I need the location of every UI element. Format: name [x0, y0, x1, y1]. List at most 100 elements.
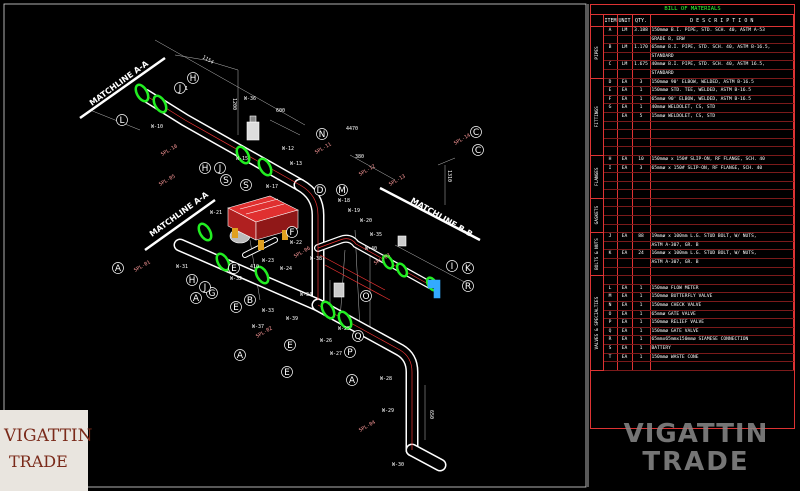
bom-cell-item — [603, 69, 618, 79]
callout-letter: A — [349, 376, 356, 386]
bom-cell-unit — [617, 198, 633, 208]
callout-letter: A — [237, 351, 244, 361]
bom-cell-qty: 3 — [632, 78, 651, 88]
bom-cell-item: E — [603, 86, 618, 96]
callout-bubble: E — [284, 339, 296, 351]
callout-bubble: O — [360, 290, 372, 302]
bom-cell-unit — [617, 206, 633, 217]
bom-cell-desc — [650, 189, 794, 199]
bom-cell-item: H — [603, 155, 618, 165]
bom-cell-item: O — [603, 310, 618, 320]
svg-text:410: 410 — [250, 264, 259, 270]
bom-cell-desc: 65mmx65mmx150mmø SIAMESE CONNECTION — [650, 335, 794, 345]
svg-text:W-26: W-26 — [320, 338, 332, 344]
svg-text:W-32: W-32 — [230, 276, 242, 282]
bom-section-label: FLANGES — [591, 155, 603, 199]
bom-cell-qty: 1.675 — [632, 60, 651, 70]
bom-cell-desc: 65mmø GATE VALVE — [650, 310, 794, 320]
svg-text:650: 650 — [428, 410, 434, 419]
bom-cell-item — [603, 129, 618, 139]
bom-cell-unit — [617, 138, 633, 148]
bom-row — [591, 121, 794, 131]
bom-cell-qty — [632, 138, 651, 148]
bom-row — [591, 129, 794, 139]
callout-letter: H — [202, 164, 209, 174]
callout-bubble: C — [470, 126, 482, 138]
bom-cell-desc: ASTM A-307, GR. B — [650, 241, 794, 251]
callout-letter: E — [233, 303, 239, 313]
dimension-values: 1154 1200 600 380 4470 1310 410 650 — [201, 55, 452, 419]
bom-cell-item — [603, 146, 618, 156]
callout-letter: E — [287, 341, 293, 351]
bom-cell-unit: EA — [617, 103, 633, 113]
bom-row: ASTM A-307, GR. B — [591, 258, 794, 268]
callout-bubble: H — [187, 72, 199, 84]
callout-bubble: I — [446, 260, 458, 272]
bom-cell-desc — [650, 206, 794, 217]
svg-text:SPL-05: SPL-05 — [158, 174, 177, 188]
siamese-connection — [427, 279, 441, 299]
svg-text:W-20: W-20 — [360, 218, 372, 224]
bom-cell-desc — [650, 198, 794, 208]
bom-cell-desc — [650, 138, 794, 148]
bom-header-item: ITEM — [603, 15, 618, 27]
flange — [215, 252, 231, 272]
bom-cell-desc — [650, 267, 794, 277]
bom-cell-item — [603, 172, 618, 182]
bom-cell-qty: 1 — [632, 327, 651, 337]
bom-cell-desc — [650, 361, 794, 371]
bom-cell-unit: EA — [617, 232, 633, 242]
callout-bubble: D — [314, 184, 326, 196]
bom-cell-qty: 1 — [632, 335, 651, 345]
callout-letter: L — [119, 116, 124, 126]
bom-cell-qty — [632, 258, 651, 268]
bom-cell-unit — [617, 121, 633, 131]
bom-cell-qty: 1 — [632, 284, 651, 294]
bom-cell-desc: 65mmø 90' ELBOW, WELDED, ASTM B-16.5 — [650, 95, 794, 105]
bom-cell-unit — [617, 189, 633, 199]
logo-right-line1: VIGATTIN — [623, 419, 769, 449]
bom-cell-qty: 88 — [632, 232, 651, 242]
callout-letter: C — [475, 146, 481, 156]
bom-row: ASTM A-307, GR. B — [591, 241, 794, 251]
bom-cell-unit — [617, 258, 633, 268]
bom-cell-desc: 16mmø x 100mm L.G. STUD BOLT, W/ NUTS, — [650, 249, 794, 260]
bom-cell-qty — [632, 241, 651, 251]
bom-cell-qty: 3.188 — [632, 26, 651, 36]
bom-cell-qty: 10 — [632, 155, 651, 165]
svg-text:W-30: W-30 — [392, 462, 404, 468]
bom-cell-item: F — [603, 95, 618, 105]
callout-bubble: C — [472, 144, 484, 156]
bom-cell-qty — [632, 198, 651, 208]
bom-cell-qty — [632, 181, 651, 191]
svg-text:W-36: W-36 — [244, 96, 256, 102]
bom-cell-item: A — [603, 26, 618, 36]
callout-letter: S — [243, 181, 249, 191]
bill-of-materials: BILL OF MATERIALS ITEM UNIT QTY. D E S C… — [590, 4, 795, 429]
bom-row — [591, 267, 794, 277]
svg-text:W-17: W-17 — [266, 184, 278, 190]
bom-cell-item: C — [603, 60, 618, 70]
bom-cell-qty: 1 — [632, 292, 651, 302]
bom-cell-qty — [632, 267, 651, 277]
bom-cell-qty: 1 — [632, 344, 651, 354]
callout-bubble: S — [240, 179, 252, 191]
flange — [381, 254, 395, 270]
bom-cell-item — [603, 112, 618, 122]
svg-text:W-19: W-19 — [348, 208, 360, 214]
matchline-right-label: MATCHLINE B-B — [409, 196, 474, 239]
flange — [257, 157, 273, 177]
flange — [395, 262, 409, 278]
bom-header-description: D E S C R I P T I O N — [650, 15, 794, 27]
callout-bubble: Q — [352, 330, 364, 342]
bom-cell-qty — [632, 69, 651, 79]
callout-letter: D — [317, 186, 324, 196]
callout-bubble: B — [244, 294, 256, 306]
bom-cell-qty — [632, 189, 651, 199]
bom-cell-unit — [617, 241, 633, 251]
bom-cell-qty — [632, 146, 651, 156]
bom-cell-unit — [617, 224, 633, 234]
bom-row — [591, 206, 794, 217]
